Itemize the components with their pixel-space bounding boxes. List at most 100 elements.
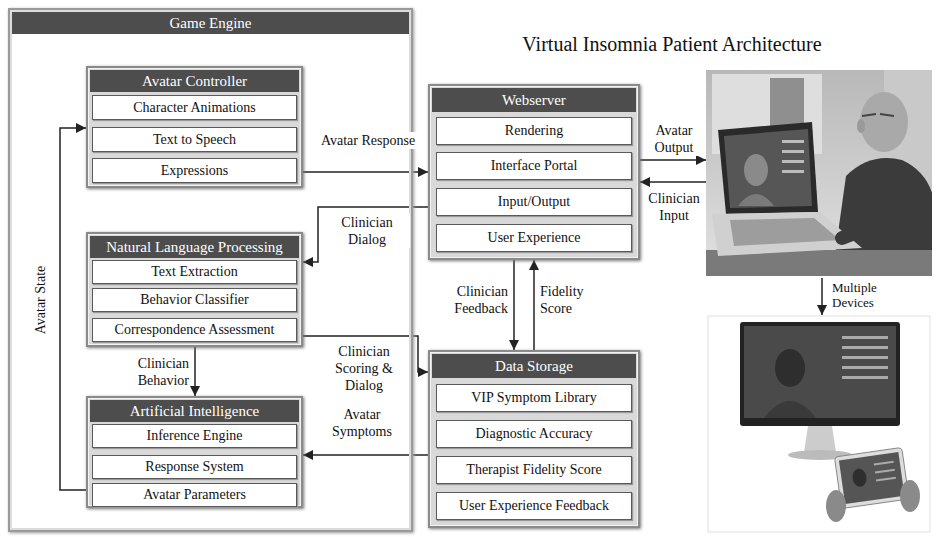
illustration-part (834, 448, 909, 509)
component-item: Rendering (436, 117, 632, 145)
component-box: Avatar ControllerCharacter AnimationsTex… (86, 66, 303, 188)
illustration-part (862, 114, 894, 116)
component-item: User Experience Feedback (436, 492, 632, 520)
illustration-part (857, 119, 865, 133)
illustration-part (876, 477, 896, 482)
header-label: Data Storage (432, 354, 636, 378)
item-label: Interface Portal (491, 158, 578, 174)
item-label: Expressions (161, 163, 229, 179)
flow-label: Clinician Input (644, 190, 704, 224)
flow-arrow (303, 207, 428, 262)
illustration-part (718, 122, 818, 214)
illustration-part (839, 452, 905, 504)
header-label: Webserver (432, 88, 636, 112)
header-label: Game Engine (12, 12, 409, 34)
component-item: Text to Speech (92, 127, 297, 152)
component-item: Response System (92, 455, 297, 479)
component-item: Avatar Parameters (92, 483, 297, 507)
flow-label: Multiple Devices (832, 280, 902, 310)
illustration-part (708, 316, 930, 532)
engine-panel: Game EngineAvatar ControllerCharacter An… (8, 8, 413, 532)
item-label: Inference Engine (147, 428, 243, 444)
header-label: Avatar Controller (90, 70, 299, 92)
item-label: Rendering (505, 123, 563, 139)
item-label: Therapist Fidelity Score (466, 462, 601, 478)
edge-label: Clinician Dialog (324, 214, 410, 248)
component-item: Diagnostic Accuracy (436, 420, 632, 448)
illustration-part (640, 159, 706, 161)
flow-arrow (303, 171, 428, 173)
component-box: Artificial IntelligenceInference EngineR… (86, 396, 303, 508)
illustration-part (730, 218, 840, 246)
component-box: Data StorageVIP Symptom LibraryDiagnosti… (428, 350, 640, 528)
edge-label: Fidelity Score (540, 283, 596, 317)
clinician-photo (706, 70, 932, 276)
illustration-part (834, 448, 909, 509)
item-label: Behavior Classifier (140, 292, 248, 308)
component-item: Text Extraction (92, 260, 297, 284)
component-item: VIP Symptom Library (436, 384, 632, 412)
flow-label: Avatar Output (644, 122, 704, 156)
illustration-part (782, 150, 804, 153)
flow-arrow (303, 454, 428, 456)
illustration-part (842, 206, 900, 238)
item-label: User Experience (488, 230, 581, 246)
illustration-part (842, 346, 888, 349)
illustration-part (842, 356, 888, 359)
illustration-part (860, 92, 908, 152)
flow-arrow (60, 128, 86, 490)
header-label: Natural Language Processing (90, 236, 299, 258)
header-label: Artificial Intelligence (90, 400, 299, 422)
illustration-part (874, 461, 894, 466)
flow-arrow (533, 260, 535, 350)
device-arrows (640, 160, 822, 315)
component-item: Character Animations (92, 95, 297, 120)
illustration-part (782, 170, 804, 173)
illustration-part (875, 469, 895, 474)
component-item: Input/Output (436, 188, 632, 216)
component-item: Inference Engine (92, 424, 297, 448)
item-label: Character Animations (133, 100, 255, 116)
illustration-part (640, 181, 706, 183)
component-item: Expressions (92, 158, 297, 183)
illustration-part (782, 160, 804, 163)
component-box: Natural Language ProcessingText Extracti… (86, 232, 303, 347)
component-item: Interface Portal (436, 152, 632, 180)
component-item: Therapist Fidelity Score (436, 456, 632, 484)
item-label: Correspondence Assessment (115, 322, 275, 338)
flow-arrow (513, 260, 515, 350)
illustration-part (738, 194, 774, 206)
item-label: Diagnostic Accuracy (475, 426, 592, 442)
illustration-part (775, 349, 805, 387)
edge-label: Clinician Scoring & Dialog (324, 343, 404, 394)
edge-label: Clinician Feedback (434, 283, 508, 317)
edge-label: Avatar State (32, 266, 49, 335)
illustration-part (764, 401, 816, 418)
diagram-title: Virtual Insomnia Patient Architecture (462, 32, 882, 56)
item-label: User Experience Feedback (459, 498, 609, 514)
item-label: VIP Symptom Library (471, 390, 596, 406)
illustration-part (842, 376, 888, 379)
illustration-part (842, 336, 888, 339)
item-label: Response System (145, 459, 243, 475)
illustration-part (842, 366, 888, 369)
item-label: Input/Output (498, 194, 570, 210)
illustration-part (744, 154, 768, 186)
illustration-part (744, 326, 896, 418)
illustration-part (804, 426, 836, 452)
illustration-part (782, 140, 804, 143)
item-label: Avatar Parameters (143, 487, 246, 503)
flow-arrow (194, 347, 196, 396)
component-item: Correspondence Assessment (92, 318, 297, 342)
illustration-part (826, 490, 846, 522)
item-label: Text Extraction (151, 264, 238, 280)
item-label: Text to Speech (153, 132, 236, 148)
illustration-part (821, 278, 823, 315)
component-box: WebserverRenderingInterface PortalInput/… (428, 84, 640, 260)
illustration-part (851, 468, 867, 488)
illustration-part (900, 480, 920, 512)
illustration-part (740, 322, 900, 426)
illustration-part (724, 129, 812, 208)
edge-label: Avatar Symptoms (322, 406, 402, 440)
